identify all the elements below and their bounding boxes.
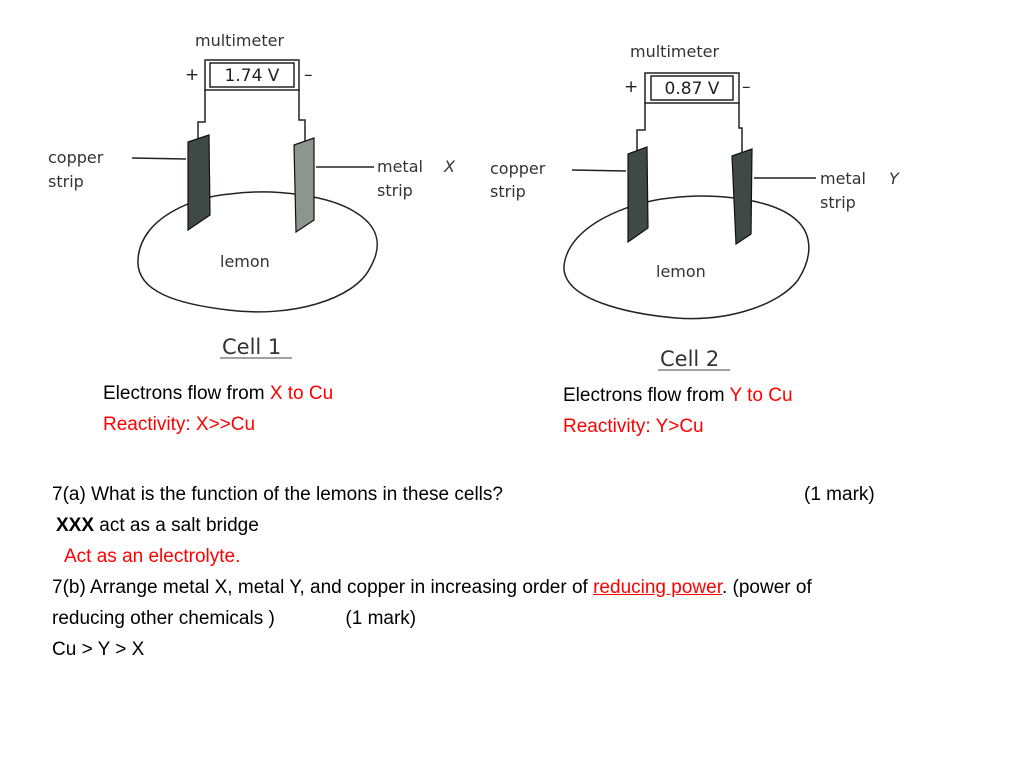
cell-2-flow-line: Electrons flow from Y to Cu — [563, 380, 793, 411]
q7b-answer: Cu > Y > X — [52, 639, 145, 660]
cell-1-reactivity: Reactivity: X>>Cu — [103, 414, 256, 435]
cell-2-reactivity: Reactivity: Y>Cu — [563, 416, 704, 437]
copper-label-line1: copper — [48, 148, 104, 167]
metal-label-line2: strip — [820, 193, 856, 212]
q7a-line: 7(a) What is the function of the lemons … — [52, 479, 1002, 510]
q7a-text: 7(a) What is the function of the lemons … — [52, 484, 503, 505]
voltage-reading: 0.87 V — [665, 79, 720, 99]
copper-strip — [627, 146, 649, 244]
copper-leader-line — [131, 157, 187, 160]
positive-terminal-sign: + — [185, 65, 199, 85]
flow-answer: X to Cu — [269, 383, 334, 404]
flow-prefix: Electrons flow from — [103, 383, 270, 404]
q7b-marks: (1 mark) — [345, 608, 417, 629]
cell-1-svg: multimeter 1.74 V + – lemon copper strip… — [48, 31, 456, 359]
q7b-line2-text: reducing other chemicals ) — [52, 608, 275, 629]
cell-1-diagram: multimeter 1.74 V + – lemon copper strip… — [40, 0, 480, 380]
lemon — [563, 195, 810, 320]
negative-terminal-sign: – — [742, 77, 751, 97]
copper-label-line2: strip — [48, 172, 84, 191]
negative-terminal-sign: – — [304, 65, 313, 85]
positive-terminal-sign: + — [624, 77, 638, 97]
cell-2-svg: multimeter 0.87 V + – lemon copper strip… — [490, 42, 900, 371]
reducing-power-highlight: reducing power — [593, 577, 722, 598]
flow-answer: Y to Cu — [729, 385, 793, 406]
q7b-text-part2: . (power of — [721, 577, 812, 598]
metal-label-line1: metal — [377, 157, 423, 176]
flow-prefix: Electrons flow from — [563, 385, 730, 406]
question-block: 7(a) What is the function of the lemons … — [52, 479, 1002, 665]
metal-symbol-x: X — [443, 157, 456, 176]
crossed-out-marker: XXX — [56, 515, 95, 536]
cell-2-notes: Electrons flow from Y to Cu Reactivity: … — [563, 380, 793, 442]
q7a-answer: Act as an electrolyte. — [64, 546, 241, 567]
wire-metal — [738, 103, 743, 152]
q7b-text-part1: 7(b) Arrange metal X, metal Y, and coppe… — [52, 577, 594, 598]
cell-1-flow-line: Electrons flow from X to Cu — [103, 378, 333, 409]
lemon-label: lemon — [220, 252, 270, 271]
metal-label-line1: metal — [820, 169, 866, 188]
wire-metal — [298, 90, 306, 145]
copper-strip — [187, 134, 211, 232]
wire-copper — [197, 90, 206, 140]
metal-label-line2: strip — [377, 181, 413, 200]
q7b-line: 7(b) Arrange metal X, metal Y, and coppe… — [52, 572, 1002, 603]
metal-x-strip — [293, 137, 315, 234]
copper-leader-line — [571, 169, 627, 172]
q7a-wrong-answer: XXX act as a salt bridge — [52, 510, 1002, 541]
q7b-line-2: reducing other chemicals ) (1 mark) — [52, 603, 1002, 634]
multimeter-display — [209, 62, 295, 88]
metal-y-strip — [731, 148, 753, 246]
lemon-label: lemon — [656, 262, 706, 281]
multimeter-label: multimeter — [195, 31, 284, 50]
cell-2-caption: Cell 2 — [660, 347, 719, 371]
multimeter-label: multimeter — [630, 42, 719, 61]
wrong-answer-text: act as a salt bridge — [94, 515, 259, 536]
wire-copper — [636, 103, 646, 152]
multimeter-display — [650, 75, 734, 101]
cell-1-notes: Electrons flow from X to Cu Reactivity: … — [103, 378, 333, 440]
cell-2-diagram: multimeter 0.87 V + – lemon copper strip… — [480, 0, 920, 380]
metal-symbol-y: Y — [889, 169, 900, 188]
copper-label-line2: strip — [490, 182, 526, 201]
cell-1-caption: Cell 1 — [222, 335, 281, 359]
voltage-reading: 1.74 V — [225, 66, 280, 86]
q7a-marks: (1 mark) — [804, 484, 875, 505]
copper-label-line1: copper — [490, 159, 546, 178]
